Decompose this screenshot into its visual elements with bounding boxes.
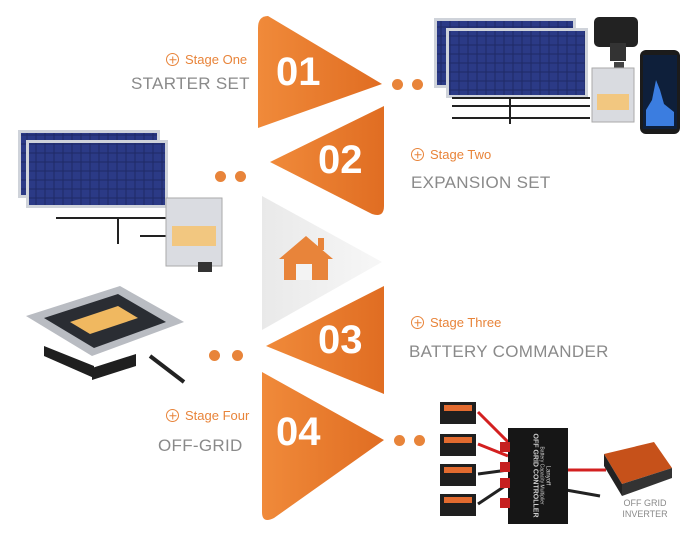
microinverter-stage-three	[26, 286, 186, 384]
connector-dot	[392, 79, 403, 90]
stage-number-03: 03	[318, 318, 363, 362]
controller-brand: Lanyoff	[544, 465, 551, 486]
controller-subtitle: Battery Capacity Multiplier	[538, 446, 545, 505]
chevron-04	[262, 372, 384, 520]
solar-panels-stage-two	[18, 130, 168, 208]
stage-two-name: EXPANSION SET	[411, 173, 551, 192]
connector-dot	[412, 79, 423, 90]
connector-dot	[414, 435, 425, 446]
connector-dot	[209, 350, 220, 361]
stage-one-tag: Stage One	[166, 52, 247, 67]
junction-box	[594, 17, 638, 72]
off-grid-controller	[500, 428, 568, 524]
stage-four-name: OFF-GRID	[158, 436, 243, 455]
chevron-01	[258, 16, 382, 128]
microinverter-stage-one	[591, 67, 635, 123]
stage-number-04: 04	[276, 410, 321, 454]
chevron-03	[266, 286, 384, 394]
stage-four-tag: Stage Four	[166, 408, 249, 423]
stage-two-tag: Stage Two	[411, 147, 491, 162]
stage-number-01: 01	[276, 50, 321, 94]
stage-three-name: BATTERY COMMANDER	[409, 342, 609, 361]
connector-dot	[215, 171, 226, 182]
cable-stage-one	[452, 97, 590, 124]
off-grid-inverter	[604, 442, 672, 496]
microinverter-stage-two	[165, 197, 223, 272]
plus-circle-icon	[166, 53, 179, 66]
plus-circle-icon	[166, 409, 179, 422]
stage-three-tag: Stage Three	[411, 315, 501, 330]
plus-circle-icon	[411, 148, 424, 161]
battery-bank	[440, 402, 476, 516]
connector-dot	[235, 171, 246, 182]
off-grid-inverter-label: OFF GRID INVERTER	[622, 498, 668, 519]
stage-one-name: STARTER SET	[131, 74, 250, 93]
house-icon	[279, 236, 333, 280]
controller-title: OFF GRID CONTROLLER	[531, 433, 539, 518]
cable-stage-two	[56, 217, 175, 244]
stage-number-02: 02	[318, 138, 363, 182]
connector-dot	[232, 350, 243, 361]
smartphone-app	[640, 50, 680, 134]
connector-dot	[394, 435, 405, 446]
plus-circle-icon	[411, 316, 424, 329]
solar-panels-stage-one	[434, 18, 588, 98]
controller-label: Lanyoff Battery Capacity Multiplier OFF …	[532, 433, 551, 519]
chevron-02	[270, 106, 384, 215]
